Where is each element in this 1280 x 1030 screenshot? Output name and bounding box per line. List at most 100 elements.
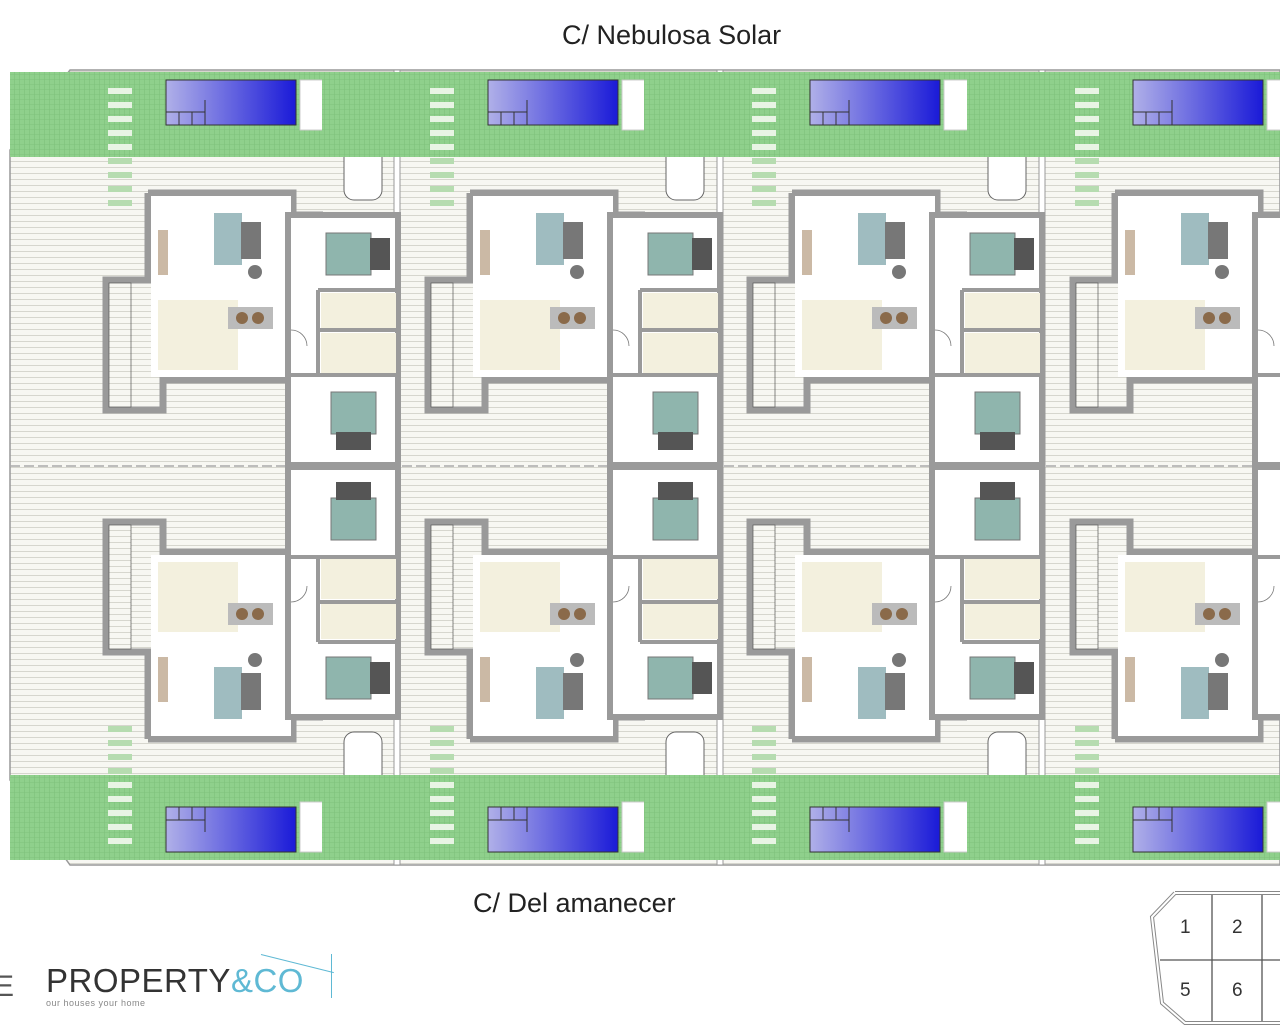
stepping-stone: [430, 824, 454, 830]
kitchen-floor: [802, 562, 882, 632]
stepping-stone: [752, 768, 776, 774]
dining-chair: [1219, 608, 1231, 620]
stepping-stone: [430, 116, 454, 122]
stepping-stone: [430, 726, 454, 732]
stepping-stone: [108, 200, 132, 206]
pool-steps: [166, 807, 206, 832]
dining-table: [872, 603, 917, 625]
stepping-stone: [752, 186, 776, 192]
pool-equipment: [621, 801, 648, 853]
dining-chair: [558, 608, 570, 620]
sofa-rug: [1181, 667, 1209, 719]
stepping-stone: [752, 824, 776, 830]
logo-brand: PROPERTY: [46, 962, 231, 999]
dining-table: [228, 603, 273, 625]
villa-plot: [967, 464, 1280, 860]
stepping-stone: [430, 838, 454, 844]
stepping-stone: [1075, 726, 1099, 732]
villa-plot: [967, 72, 1280, 468]
pool-equipment: [1266, 79, 1280, 131]
pool-steps: [488, 807, 528, 832]
door-swing: [290, 329, 308, 347]
tv-unit: [158, 657, 168, 702]
double-bed: [647, 656, 694, 700]
pool-equipment: [943, 801, 970, 853]
stepping-stone: [108, 768, 132, 774]
stepping-stone: [752, 782, 776, 788]
sofa-rug: [858, 667, 886, 719]
key-plan: 1 2 5 6: [1130, 885, 1280, 1030]
key-plan-outline: [1149, 891, 1280, 1025]
door-swing: [290, 585, 308, 603]
stepping-stone: [430, 754, 454, 760]
tv-unit: [1125, 657, 1135, 702]
kitchen-floor: [802, 300, 882, 370]
stepping-stone: [108, 796, 132, 802]
stepping-stone: [108, 172, 132, 178]
dining-table: [550, 307, 595, 329]
double-bed: [652, 497, 699, 541]
side-table: [248, 265, 262, 279]
bathroom: [965, 559, 1040, 599]
stepping-stone: [752, 810, 776, 816]
bathroom: [643, 559, 718, 599]
double-bed: [969, 656, 1016, 700]
side-table: [570, 653, 584, 667]
door-swing: [1257, 585, 1275, 603]
sofa-rug: [536, 667, 564, 719]
key-plot-2: 2: [1232, 917, 1243, 938]
stepping-stone: [108, 726, 132, 732]
side-table: [1215, 265, 1229, 279]
stepping-stone: [430, 200, 454, 206]
tv-unit: [480, 230, 490, 275]
door-swing: [934, 585, 952, 603]
street-label-top: C/ Nebulosa Solar: [562, 20, 782, 50]
sofa: [885, 222, 905, 259]
staircase: [430, 524, 454, 650]
stepping-stone: [108, 754, 132, 760]
tv-unit: [802, 230, 812, 275]
stepping-stone: [430, 88, 454, 94]
sofa-rug: [536, 213, 564, 265]
dining-chair: [558, 312, 570, 324]
pool-equipment: [621, 79, 648, 131]
stepping-stone: [430, 172, 454, 178]
double-bed: [652, 391, 699, 435]
pool-steps: [810, 807, 850, 832]
door-swing: [612, 585, 630, 603]
swimming-pool: [809, 79, 941, 126]
side-table: [1215, 653, 1229, 667]
bed-headboard: [658, 432, 693, 450]
stepping-stone: [430, 130, 454, 136]
stepping-stone: [430, 102, 454, 108]
pool-steps: [1133, 807, 1173, 832]
tv-unit: [158, 230, 168, 275]
staircase: [1075, 524, 1099, 650]
side-table: [892, 265, 906, 279]
staircase: [430, 282, 454, 408]
stepping-stone: [752, 200, 776, 206]
bed-headboard: [1014, 662, 1034, 694]
bed-headboard: [980, 432, 1015, 450]
stepping-stone: [1075, 200, 1099, 206]
dining-table: [550, 603, 595, 625]
stepping-stone: [430, 740, 454, 746]
dining-table: [1195, 603, 1240, 625]
sofa: [1208, 222, 1228, 259]
pool-equipment: [943, 79, 970, 131]
stepping-stone: [752, 88, 776, 94]
bedroom-wing: [1252, 212, 1280, 468]
stepping-stone: [752, 172, 776, 178]
stepping-stone: [430, 144, 454, 150]
pool-steps: [166, 100, 206, 125]
bathroom: [321, 604, 396, 639]
bathroom: [965, 604, 1040, 639]
stepping-stone: [1075, 754, 1099, 760]
stepping-stone: [430, 796, 454, 802]
kitchen-floor: [158, 300, 238, 370]
bathroom: [965, 293, 1040, 328]
sofa: [885, 673, 905, 710]
dining-chair: [1203, 312, 1215, 324]
dining-table: [1195, 307, 1240, 329]
stepping-stone: [108, 130, 132, 136]
